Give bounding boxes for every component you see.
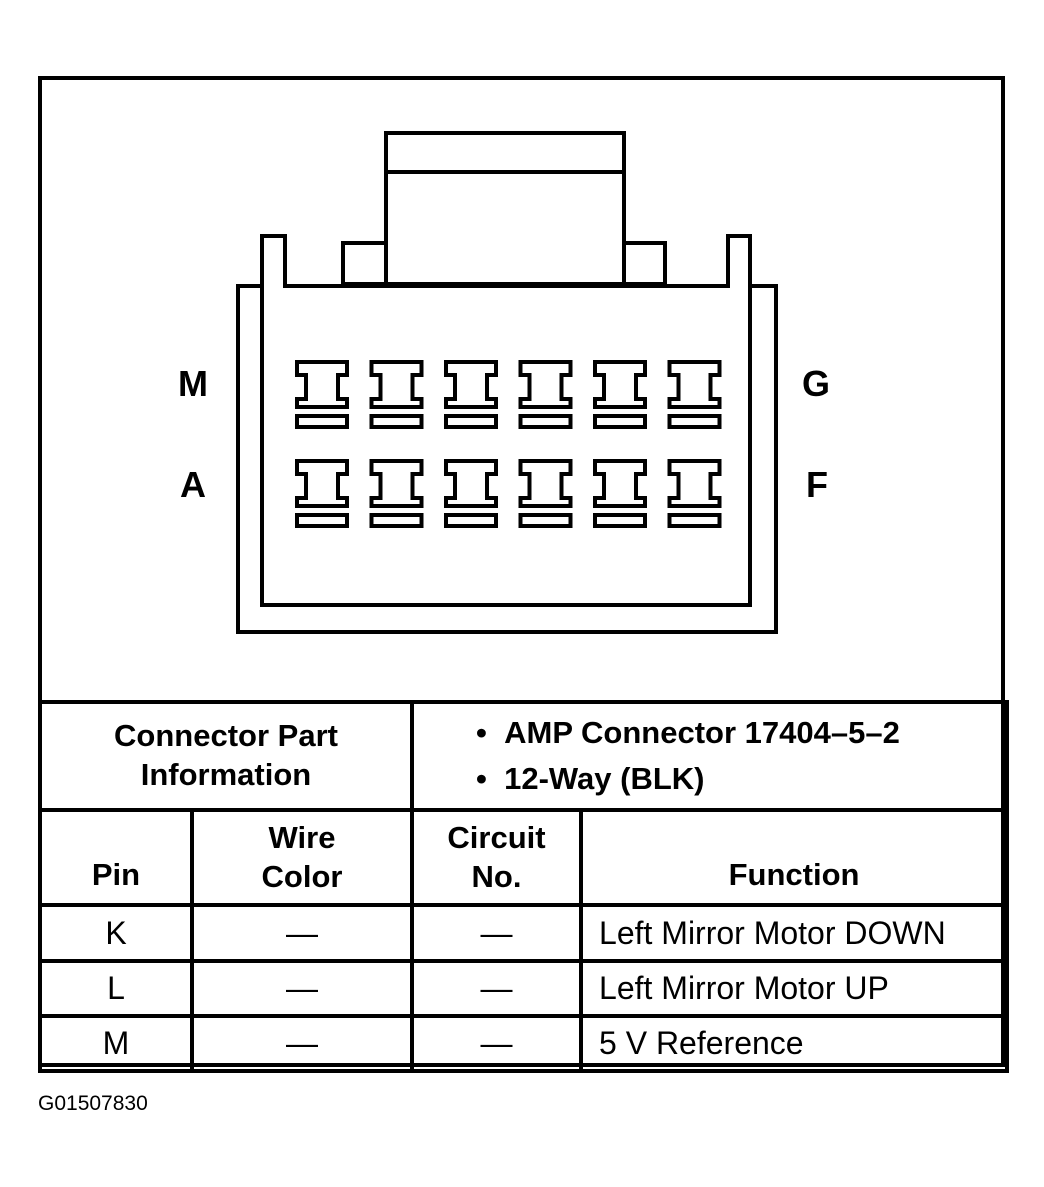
header-wire-color: Wire Color bbox=[189, 808, 415, 907]
connector-tab-right bbox=[622, 241, 667, 286]
pin-label-a: A bbox=[180, 464, 206, 505]
table-row: K — — Left Mirror Motor DOWN bbox=[38, 903, 1010, 963]
terminal-contact-bar bbox=[369, 513, 424, 528]
terminal-contact-bar bbox=[518, 513, 573, 528]
terminal-cavity bbox=[444, 360, 498, 409]
terminal-cavity bbox=[369, 360, 424, 409]
terminal-contact-bar bbox=[667, 513, 722, 528]
terminal-contact-bar bbox=[593, 513, 647, 528]
terminal-cavity bbox=[369, 459, 424, 508]
pin-label-g: G bbox=[802, 363, 831, 404]
connector-tab-left bbox=[341, 241, 388, 286]
part-info-row: Connector Part Information • AMP Connect… bbox=[37, 700, 1010, 812]
cell-circuit: — bbox=[410, 959, 584, 1018]
part-info-item-text: 12-Way (BLK) bbox=[504, 761, 705, 796]
connector-body-inner bbox=[260, 286, 752, 607]
terminal-cavity bbox=[667, 459, 722, 508]
header-function-label: Function bbox=[728, 857, 860, 893]
cell-function: Left Mirror Motor UP bbox=[579, 959, 1010, 1018]
part-info-item-text: AMP Connector 17404–5–2 bbox=[504, 714, 900, 750]
figure-id: G01507830 bbox=[38, 1092, 148, 1115]
terminal-cavity bbox=[444, 459, 498, 508]
header-circuit: Circuit No. bbox=[410, 808, 584, 907]
header-wire-color-line1: Wire bbox=[268, 819, 336, 855]
part-info-heading-line1: Connector Part bbox=[114, 718, 338, 754]
terminal-contact-bar bbox=[444, 414, 498, 429]
part-info-item: • 12-Way (BLK) bbox=[414, 756, 1005, 803]
connector-info-table: Connector Part Information • AMP Connect… bbox=[37, 700, 1010, 1073]
terminal-contact-bar bbox=[444, 513, 498, 528]
terminal-contact-bar bbox=[667, 414, 722, 429]
cell-pin: K bbox=[38, 903, 194, 963]
header-pin: Pin bbox=[38, 808, 194, 907]
terminal-cavity bbox=[518, 360, 573, 409]
terminal-cavity bbox=[518, 459, 573, 508]
cell-wire-color: — bbox=[189, 1014, 415, 1073]
part-info-heading-line2: Information bbox=[140, 757, 312, 792]
terminal-contact-bar bbox=[593, 414, 647, 429]
header-pin-label: Pin bbox=[91, 857, 141, 893]
connector-latch bbox=[384, 131, 626, 286]
connector-drawing bbox=[236, 131, 778, 634]
terminal-cavity bbox=[295, 360, 349, 409]
header-circuit-line2: No. bbox=[471, 858, 522, 894]
cell-function: 5 V Reference bbox=[579, 1014, 1010, 1073]
header-function: Function bbox=[579, 808, 1010, 907]
pin-label-m: M bbox=[178, 363, 208, 404]
part-info-item: • AMP Connector 17404–5–2 bbox=[414, 710, 1005, 757]
header-circuit-line1: Circuit bbox=[447, 819, 546, 855]
cell-circuit: — bbox=[410, 903, 584, 963]
cell-function: Left Mirror Motor DOWN bbox=[579, 903, 1010, 963]
terminal-cavity bbox=[593, 459, 647, 508]
cell-pin: M bbox=[38, 1014, 194, 1073]
part-info-list: • AMP Connector 17404–5–2 • 12-Way (BLK) bbox=[410, 700, 1010, 812]
terminal-contact-bar bbox=[295, 414, 349, 429]
table-header-row: Pin Wire Color Circuit No. Function bbox=[38, 808, 1010, 907]
terminal-contact-bar bbox=[369, 414, 424, 429]
part-info-heading: Connector Part Information bbox=[37, 700, 415, 812]
table-row: L — — Left Mirror Motor UP bbox=[38, 959, 1010, 1018]
terminal-cavities bbox=[295, 360, 722, 528]
terminal-contact-bar bbox=[518, 414, 573, 429]
bullet: • bbox=[476, 714, 487, 750]
table-row: M — — 5 V Reference bbox=[38, 1014, 1010, 1073]
header-wire-color-line2: Color bbox=[261, 858, 343, 894]
cell-circuit: — bbox=[410, 1014, 584, 1073]
pin-label-f: F bbox=[806, 464, 828, 505]
cell-wire-color: — bbox=[189, 903, 415, 963]
cell-wire-color: — bbox=[189, 959, 415, 1018]
terminal-cavity bbox=[667, 360, 722, 409]
terminal-cavity bbox=[295, 459, 349, 508]
connector-body-outer bbox=[236, 234, 778, 634]
cell-pin: L bbox=[38, 959, 194, 1018]
terminal-cavity bbox=[593, 360, 647, 409]
terminal-contact-bar bbox=[295, 513, 349, 528]
bullet: • bbox=[476, 761, 487, 796]
